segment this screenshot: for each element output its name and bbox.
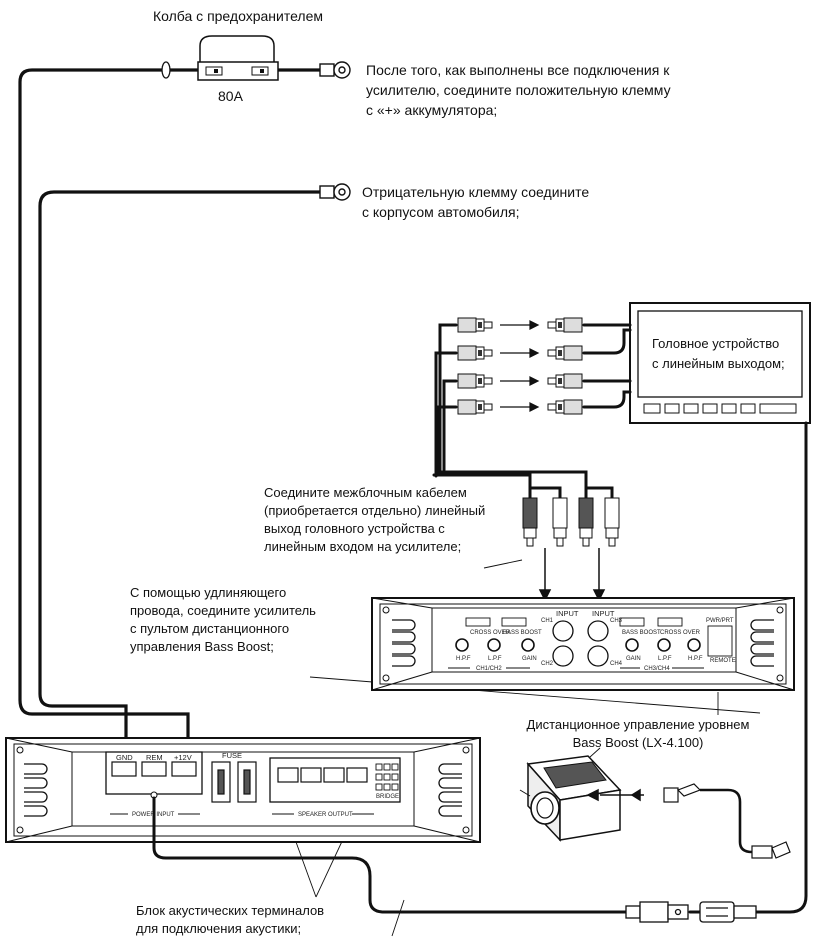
- amp-bottom-rem: REM: [146, 753, 163, 762]
- remote-wire: [152, 421, 808, 914]
- fuse-holder-icon: [161, 35, 279, 81]
- amp-top-lpf-right: L.P.F: [658, 656, 672, 662]
- amp-top-ch3: CH3: [610, 618, 623, 624]
- fuse-holder-title-text: Колба с предохранителем: [153, 8, 323, 24]
- speaker-terminals-note: Блок акустических терминалов для подключ…: [136, 902, 324, 938]
- fuse-rating-text: 80А: [218, 88, 243, 104]
- interconnect-note-line: (приобретается отдельно) линейный: [264, 503, 486, 518]
- amp-top-crossover-left: CROSS OVER: [470, 630, 511, 636]
- amp-top-input-left: INPUT: [556, 609, 579, 618]
- amplifier-icon: GND REM +12V POWER INPUT FUSE BRIDGE SP: [5, 737, 481, 843]
- amp-bottom-12v: +12V: [174, 753, 192, 762]
- remote-wire-note-line: управления Bass Boost;: [130, 639, 274, 654]
- amp-bottom-fuse: FUSE: [222, 751, 242, 760]
- amp-bottom-bridge: BRIDGE: [376, 794, 399, 800]
- amp-top-remote: REMOTE: [710, 658, 736, 664]
- gain-knob-icon: [455, 638, 701, 652]
- head-unit-icon: [629, 302, 811, 424]
- positive-note-line: с «+» аккумулятора;: [366, 102, 498, 118]
- remote-control-note-line: Bass Boost (LX-4.100): [572, 735, 704, 750]
- negative-note: Отрицательную клемму соедините с корпусо…: [362, 182, 589, 222]
- amp-top-pwrprt: PWR/PRT: [706, 618, 734, 624]
- fuse-holder-title: Колба с предохранителем: [128, 6, 348, 26]
- rca-connector-icon: [522, 497, 620, 547]
- rca-cables: [432, 323, 632, 500]
- amp-top-ch1: CH1: [541, 618, 554, 624]
- amp-top-gain-left: GAIN: [522, 656, 537, 662]
- head-unit-label: Головное устройство с линейным выходом;: [652, 334, 785, 374]
- amp-bottom-gnd: GND: [116, 753, 133, 762]
- positive-note-line: После того, как выполнены все подключени…: [366, 62, 670, 78]
- negative-note-line: с корпусом автомобиля;: [362, 204, 520, 220]
- amplifier-icon: INPUT INPUT CH1 CH2 CH3 CH4 CROSS OVER B…: [371, 597, 795, 691]
- positive-note: После того, как выполнены все подключени…: [366, 60, 671, 120]
- amp-top-hpf-right: H.P.F: [688, 656, 703, 662]
- negative-note-line: Отрицательную клемму соедините: [362, 184, 590, 200]
- positive-note-line: усилителю, соедините положительную клемм…: [366, 82, 671, 98]
- fuse-rating: 80А: [218, 86, 243, 106]
- amp-top-bassboost-left: BASS BOOST: [503, 630, 542, 636]
- jack-connector-icon: [625, 901, 757, 923]
- amp-top-ch34: CH3/CH4: [644, 666, 670, 672]
- speaker-terminals-note-line: Блок акустических терминалов: [136, 903, 325, 918]
- remote-wire-note-line: С помощью удлиняющего: [130, 585, 287, 600]
- amp-bottom-speaker-output: SPEAKER OUTPUT: [298, 812, 353, 818]
- arrow-icon: [586, 788, 644, 802]
- arrow-icon: [500, 320, 540, 412]
- amp-top-ch4: CH4: [610, 661, 623, 667]
- head-unit-line: с линейным выходом;: [652, 356, 785, 371]
- remote-wire-note: С помощью удлиняющего провода, соедините…: [130, 584, 316, 656]
- rca-connector-icon: [457, 317, 583, 415]
- amp-top-ch2: CH2: [541, 661, 554, 667]
- interconnect-note-line: Соедините межблочным кабелем: [264, 485, 467, 500]
- amp-top-crossover-right: CROSS OVER: [660, 630, 701, 636]
- rca-connector-icon: [663, 783, 791, 859]
- remote-control-note-line: Дистанционное управление уровнем: [526, 717, 750, 732]
- speaker-terminals-note-line: для подключения акустики;: [136, 921, 302, 936]
- amp-top-ch12: CH1/CH2: [476, 666, 502, 672]
- amp-top-hpf-left: H.P.F: [456, 656, 471, 662]
- head-unit-line: Головное устройство: [652, 336, 780, 351]
- remote-wire-note-line: провода, соедините усилитель: [130, 603, 316, 618]
- remote-control-note: Дистанционное управление уровнем Bass Bo…: [500, 716, 776, 752]
- bass-knob-icon: [519, 755, 622, 842]
- remote-wire-note-line: с пультом дистанционного: [130, 621, 290, 636]
- ring-terminal-icon: [319, 61, 351, 201]
- arrow-icon: [538, 548, 606, 602]
- interconnect-note: Соедините межблочным кабелем (приобретае…: [264, 484, 485, 556]
- amp-top-lpf-left: L.P.F: [488, 656, 502, 662]
- power-wires: [18, 68, 332, 740]
- interconnect-note-line: выход головного устройства с: [264, 521, 445, 536]
- amp-top-gain-right: GAIN: [626, 656, 641, 662]
- amp-top-input-right: INPUT: [592, 609, 615, 618]
- interconnect-note-line: линейным входом на усилителе;: [264, 539, 462, 554]
- amp-top-bassboost-right: BASS BOOST: [622, 630, 661, 636]
